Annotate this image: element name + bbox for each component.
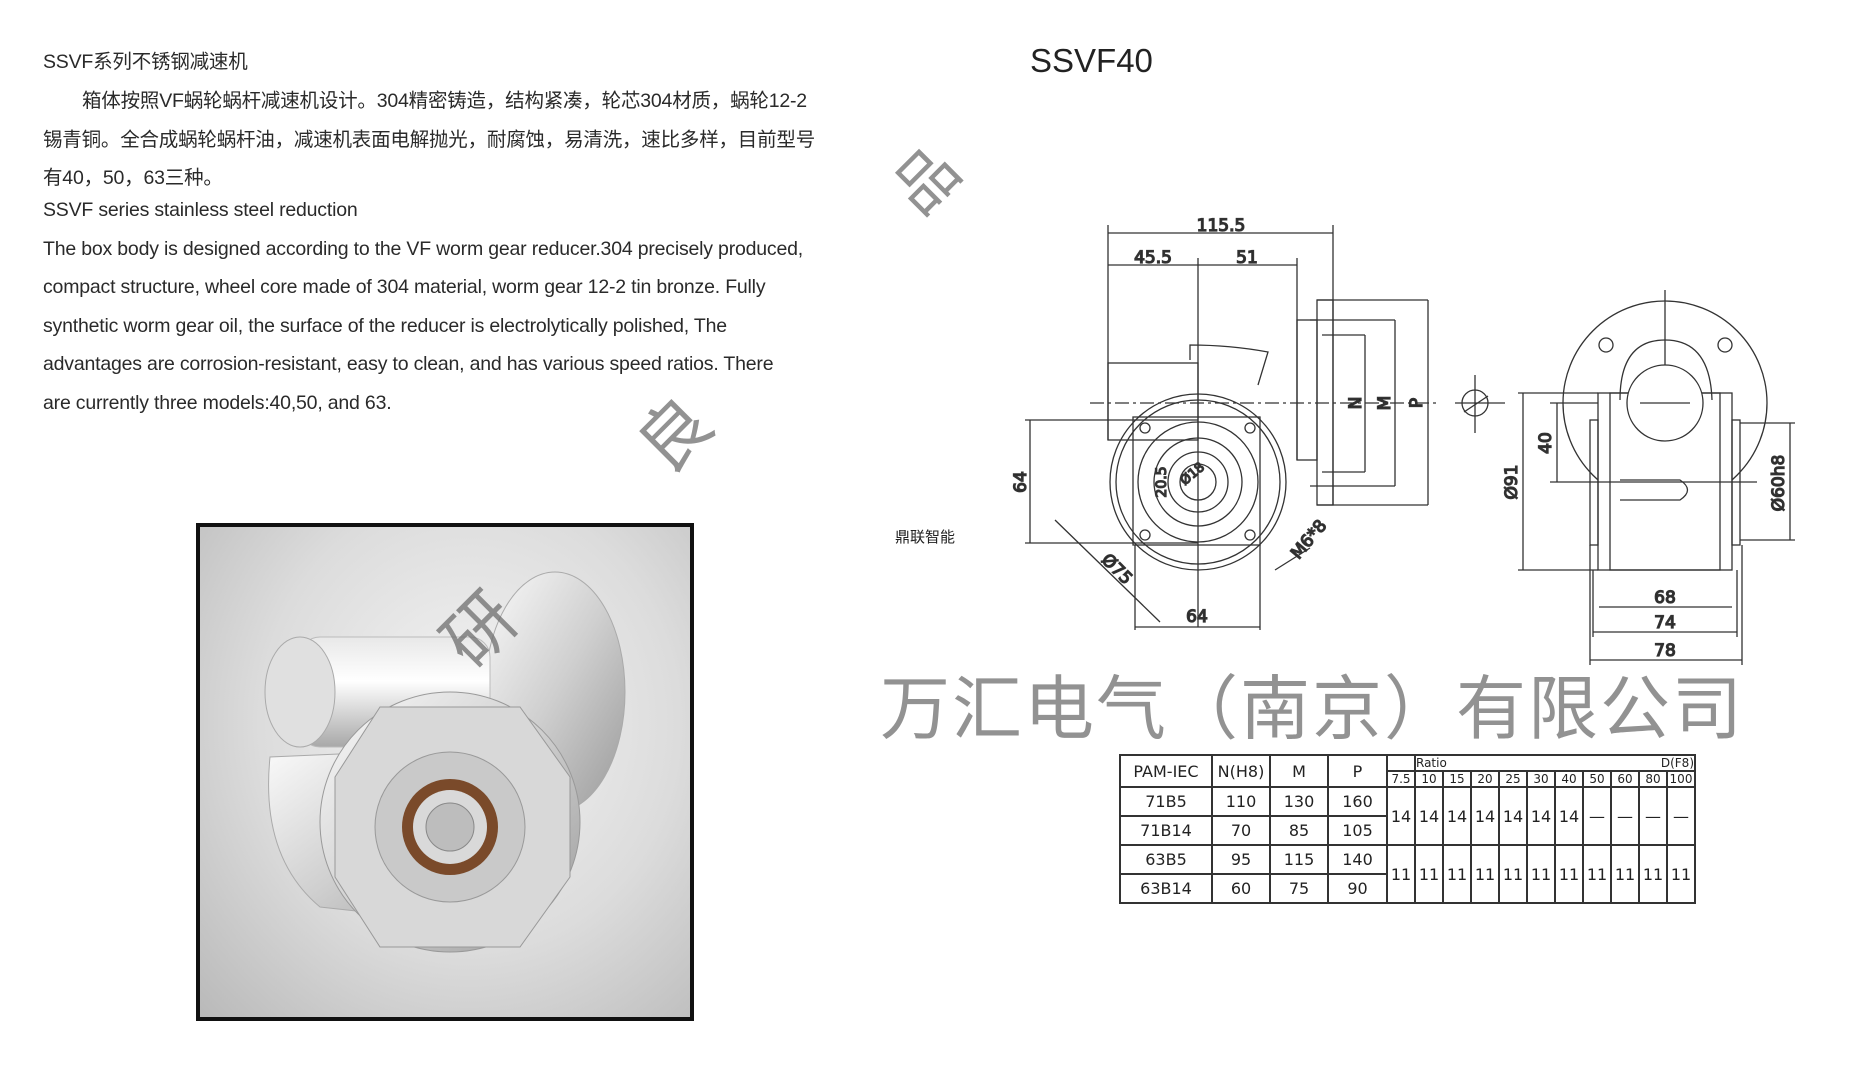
en-line: are currently three models:40,50, and 63… bbox=[43, 392, 392, 414]
table-cell: 90 bbox=[1327, 873, 1388, 904]
watermark-company: 万汇电气（南京）有限公司 bbox=[880, 668, 1744, 750]
table-cell: 95 bbox=[1211, 844, 1271, 875]
en-line: advantages are corrosion-resistant, easy… bbox=[43, 353, 774, 375]
bore-cell: — bbox=[1666, 786, 1696, 846]
bore-cell: 11 bbox=[1666, 844, 1696, 904]
bore-cell: 14 bbox=[1554, 786, 1584, 846]
dim-key: 20.5 bbox=[1154, 466, 1170, 497]
bore-cell: — bbox=[1610, 786, 1640, 846]
table-cell: 130 bbox=[1269, 786, 1329, 817]
dim-m: M bbox=[1375, 396, 1395, 411]
table-cell: 71B14 bbox=[1119, 815, 1213, 846]
side-view bbox=[1518, 290, 1795, 665]
cn-line: 有40，50，63三种。 bbox=[43, 167, 223, 189]
model-title: SSVF40 bbox=[1030, 42, 1153, 79]
bore-cell: 11 bbox=[1526, 844, 1556, 904]
dim-thread: M6*8 bbox=[1287, 516, 1331, 563]
dim-91: Ø91 bbox=[1502, 464, 1522, 499]
ratio-header: 80 bbox=[1638, 770, 1668, 788]
cn-line: 箱体按照VF蜗轮蜗杆减速机设计。304精密铸造，结构紧凑，轮芯304材质，蜗轮1… bbox=[82, 90, 807, 112]
bore-cell: 14 bbox=[1414, 786, 1444, 846]
dim-68: 68 bbox=[1654, 588, 1676, 608]
ratio-header: 60 bbox=[1610, 770, 1640, 788]
dim-n: N bbox=[1346, 397, 1366, 410]
bore-cell: 11 bbox=[1386, 844, 1416, 904]
bore-cell: 14 bbox=[1526, 786, 1556, 846]
ratio-header: 7.5 bbox=[1386, 770, 1416, 788]
ratio-header: 40 bbox=[1554, 770, 1584, 788]
header-p: P bbox=[1327, 754, 1388, 788]
ratio-header: 30 bbox=[1526, 770, 1556, 788]
dim-78: 78 bbox=[1654, 641, 1676, 661]
header-spacer bbox=[1386, 754, 1416, 772]
dim-height: 64 bbox=[1011, 471, 1031, 493]
ratio-header: 15 bbox=[1442, 770, 1472, 788]
bore-cell: 11 bbox=[1610, 844, 1640, 904]
header-m: M bbox=[1269, 754, 1329, 788]
table-cell: 160 bbox=[1327, 786, 1388, 817]
bore-cell: 14 bbox=[1386, 786, 1416, 846]
bore-cell: 14 bbox=[1498, 786, 1528, 846]
en-line: synthetic worm gear oil, the surface of … bbox=[43, 315, 727, 337]
dim-left-length: 45.5 bbox=[1134, 248, 1172, 268]
dim-74: 74 bbox=[1654, 613, 1676, 633]
header-ratio: Ratio bbox=[1414, 754, 1583, 772]
en-title: SSVF series stainless steel reduction bbox=[43, 199, 358, 221]
dim-bolt-circle: Ø75 bbox=[1097, 550, 1136, 589]
en-line: compact structure, wheel core made of 30… bbox=[43, 276, 766, 298]
dim-60h8: Ø60h8 bbox=[1769, 455, 1789, 512]
bore-cell: 11 bbox=[1470, 844, 1500, 904]
table-cell: 70 bbox=[1211, 815, 1271, 846]
dim-p: P bbox=[1407, 398, 1427, 408]
product-photo bbox=[196, 523, 694, 1021]
header-d: D(F8) bbox=[1583, 754, 1696, 772]
table-cell: 140 bbox=[1327, 844, 1388, 875]
ratio-header: 20 bbox=[1470, 770, 1500, 788]
dim-40: 40 bbox=[1536, 432, 1556, 454]
bore-cell: — bbox=[1582, 786, 1612, 846]
table-cell: 110 bbox=[1211, 786, 1271, 817]
dim-width: 64 bbox=[1186, 607, 1208, 627]
bore-cell: 11 bbox=[1498, 844, 1528, 904]
table-cell: 60 bbox=[1211, 873, 1271, 904]
header-n: N(H8) bbox=[1211, 754, 1271, 788]
bore-cell: 11 bbox=[1638, 844, 1668, 904]
table-cell: 105 bbox=[1327, 815, 1388, 846]
bore-cell: 11 bbox=[1442, 844, 1472, 904]
table-cell: 85 bbox=[1269, 815, 1329, 846]
bore-cell: 11 bbox=[1414, 844, 1444, 904]
en-line: The box body is designed according to th… bbox=[43, 238, 803, 260]
bore-cell: — bbox=[1638, 786, 1668, 846]
cn-line: 锡青铜。全合成蜗轮蜗杆油，减速机表面电解抛光，耐腐蚀，易清洗，速比多样，目前型号 bbox=[43, 129, 816, 151]
table-cell: 63B14 bbox=[1119, 873, 1213, 904]
bore-cell: 11 bbox=[1554, 844, 1584, 904]
cn-title: SSVF系列不锈钢减速机 bbox=[43, 51, 248, 73]
bore-cell: 14 bbox=[1470, 786, 1500, 846]
ratio-header: 50 bbox=[1582, 770, 1612, 788]
ratio-header: 100 bbox=[1666, 770, 1696, 788]
front-view bbox=[1025, 225, 1440, 630]
header-pam-iec: PAM-IEC bbox=[1119, 754, 1213, 788]
dim-right-length: 51 bbox=[1236, 248, 1258, 268]
shaft-key-icon bbox=[1455, 375, 1505, 433]
table-cell: 75 bbox=[1269, 873, 1329, 904]
table-cell: 63B5 bbox=[1119, 844, 1213, 875]
table-cell: 71B5 bbox=[1119, 786, 1213, 817]
dim-total-length: 115.5 bbox=[1197, 216, 1246, 236]
gear-reducer-image bbox=[264, 571, 626, 953]
ratio-header: 25 bbox=[1498, 770, 1528, 788]
table-cell: 115 bbox=[1269, 844, 1329, 875]
ratio-header: 10 bbox=[1414, 770, 1444, 788]
brand-label: 鼎联智能 bbox=[895, 529, 956, 546]
bore-cell: 14 bbox=[1442, 786, 1472, 846]
bore-cell: 11 bbox=[1582, 844, 1612, 904]
